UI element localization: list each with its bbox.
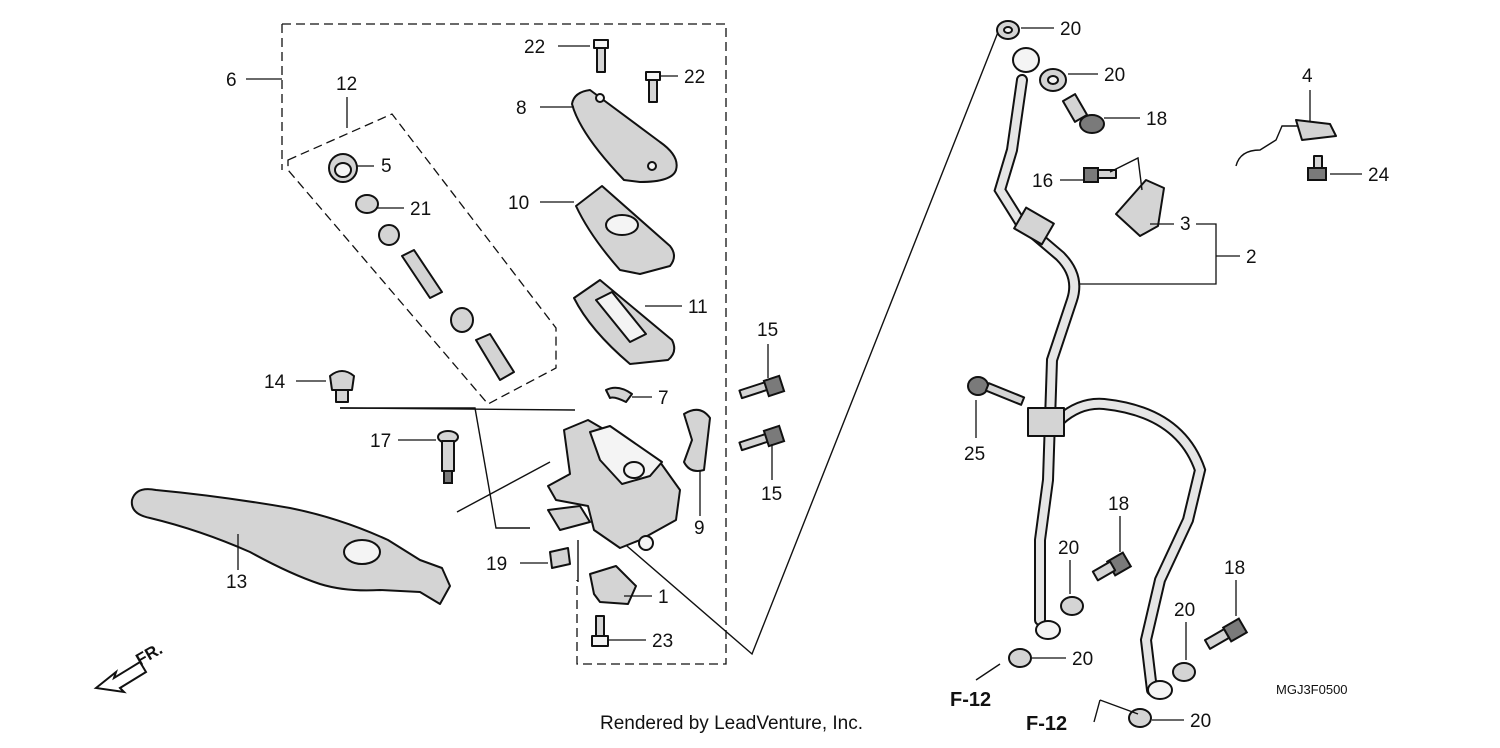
master-cylinder-body-part[interactable] — [547, 419, 681, 551]
callout-14: 14 — [264, 372, 286, 393]
callout-17: 17 — [370, 431, 391, 452]
callout-6: 6 — [226, 70, 237, 91]
callout-15-lower: 15 — [761, 484, 782, 505]
callout-1: 1 — [658, 587, 669, 608]
callout-25: 25 — [964, 444, 985, 465]
callout-9: 9 — [694, 518, 705, 539]
reservoir-plate-part[interactable] — [575, 185, 675, 275]
pivot-bolt-17-part[interactable] — [437, 430, 459, 484]
callout-20-bottom: 20 — [1190, 711, 1211, 732]
callout-13: 13 — [226, 572, 247, 593]
screw-22-top-part[interactable] — [593, 39, 609, 73]
diaphragm-part[interactable] — [573, 279, 676, 365]
callout-22-right: 22 — [684, 67, 705, 88]
callout-23: 23 — [652, 631, 673, 652]
bolt-15-lower-part[interactable] — [738, 424, 786, 452]
bolt-25-part[interactable] — [967, 376, 1026, 406]
callout-10: 10 — [508, 193, 529, 214]
reservoir-cap-part[interactable] — [571, 89, 678, 183]
bolt-15-upper-part[interactable] — [738, 374, 786, 400]
bolt-18-top-part[interactable] — [1061, 93, 1105, 134]
assembly-bracket-lines — [339, 21, 1003, 656]
bolt-18-right-part[interactable] — [1203, 617, 1249, 650]
leader-lines — [237, 27, 1362, 723]
wire-guide-4-part[interactable] — [1235, 119, 1337, 167]
callout-18-top: 18 — [1146, 109, 1167, 130]
callout-3: 3 — [1180, 214, 1191, 235]
callout-19: 19 — [486, 554, 507, 575]
cap-14-part[interactable] — [329, 370, 355, 403]
credit-text: Rendered by LeadVenture, Inc. — [600, 713, 863, 734]
callout-22-top: 22 — [524, 37, 545, 58]
cap-19-part[interactable] — [549, 547, 571, 569]
callout-2: 2 — [1246, 247, 1257, 268]
callout-20-second: 20 — [1104, 65, 1125, 86]
assembly-6-outline — [246, 23, 727, 665]
callout-16: 16 — [1032, 171, 1053, 192]
brake-hose-assembly-part[interactable] — [993, 47, 1207, 700]
callout-8: 8 — [516, 98, 527, 119]
brake-switch-1-part[interactable] — [589, 565, 637, 605]
callout-20-lower-left: 20 — [1072, 649, 1093, 670]
washer-parts[interactable] — [996, 20, 1196, 728]
callout-20-top: 20 — [1060, 19, 1081, 40]
callout-7: 7 — [658, 388, 669, 409]
callout-18-middle: 18 — [1108, 494, 1129, 515]
callout-18-right: 18 — [1224, 558, 1245, 579]
callout-5: 5 — [381, 156, 392, 177]
callout-4: 4 — [1302, 66, 1313, 87]
callout-labels: 1 2 3 4 5 6 7 8 9 10 11 12 13 14 15 15 1… — [226, 19, 1390, 732]
front-direction-arrow-icon: FR. — [93, 639, 166, 694]
callout-24: 24 — [1368, 165, 1390, 186]
screw-22-right-part[interactable] — [645, 71, 661, 103]
reference-f12-left[interactable]: F-12 — [950, 689, 991, 711]
screw-23-part[interactable] — [591, 615, 609, 647]
clamp-9-part[interactable] — [683, 408, 711, 472]
callout-20-right: 20 — [1174, 600, 1195, 621]
callout-20-middle: 20 — [1058, 538, 1079, 559]
diagram-code: MGJ3F0500 — [1276, 682, 1348, 697]
hose-clamp-3-part[interactable] — [1115, 179, 1165, 237]
callout-21: 21 — [410, 199, 431, 220]
bolt-24-part[interactable] — [1307, 155, 1327, 181]
callout-12: 12 — [336, 74, 357, 95]
bolt-18-middle-part[interactable] — [1091, 551, 1133, 582]
brake-lever-13-part[interactable] — [130, 488, 451, 605]
assembly-12-outline — [287, 97, 557, 405]
piston-kit-parts[interactable] — [328, 153, 515, 381]
reference-f12-right[interactable]: F-12 — [1026, 713, 1067, 735]
clip-7-part[interactable] — [605, 386, 633, 403]
bolt-16-part[interactable] — [1083, 167, 1117, 183]
callout-15-upper: 15 — [757, 320, 778, 341]
callout-11: 11 — [688, 297, 708, 318]
